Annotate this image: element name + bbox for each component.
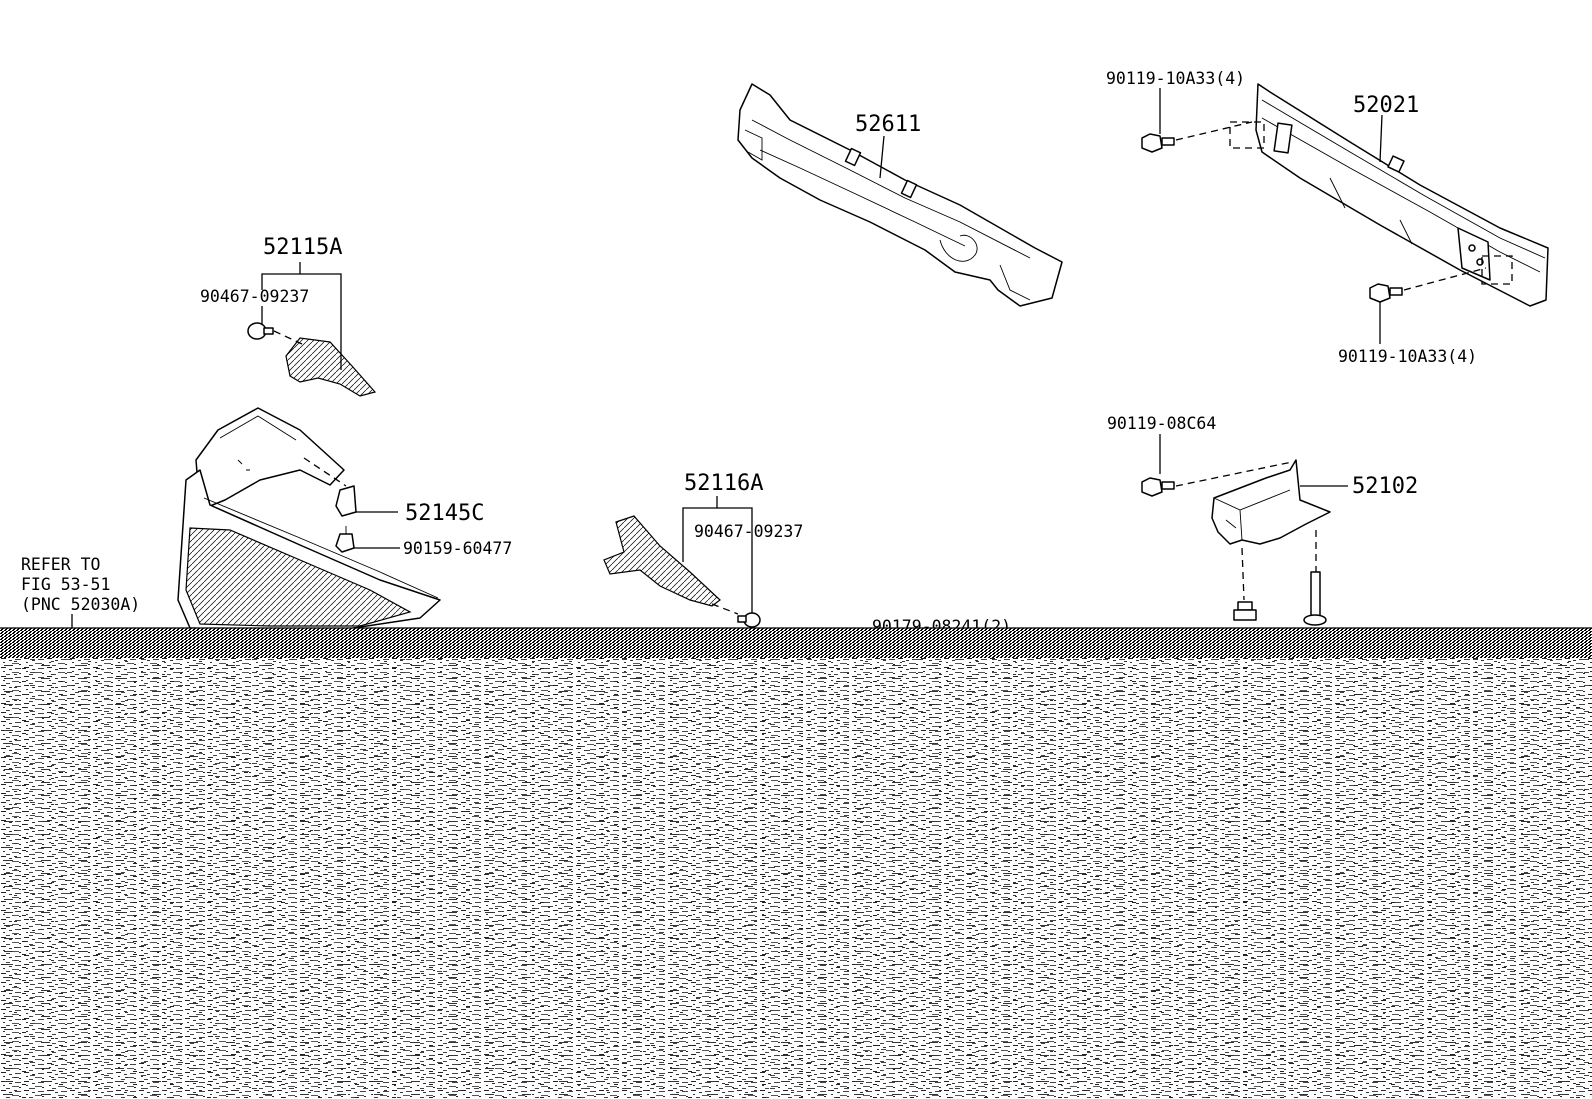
bracket-52102-drawing	[1211, 459, 1331, 545]
noise-band	[0, 628, 1592, 658]
dash-52102-to-nut	[1241, 547, 1245, 601]
label-52611: 52611	[855, 112, 921, 137]
bracket-52116A	[682, 496, 753, 620]
leader-52021	[1379, 114, 1383, 163]
dash-bolt-to-52102	[1175, 461, 1293, 487]
label-52115A: 52115A	[263, 235, 342, 260]
label-90119-10A33-bot: 90119-10A33(4)	[1338, 347, 1477, 366]
label-52102: 52102	[1352, 474, 1418, 499]
label-52116A: 52116A	[684, 471, 763, 496]
label-90119-08C64: 90119-08C64	[1107, 414, 1216, 433]
label-52021: 52021	[1353, 93, 1419, 118]
retainer-52116A-drawing	[603, 515, 721, 607]
dash-bolt-to-52021-bot	[1403, 267, 1487, 291]
screw-icon	[335, 526, 355, 553]
label-90467-09237-mid: 90467-09237	[694, 522, 803, 541]
refer-note-line1: REFER TO	[21, 555, 100, 574]
label-52145C: 52145C	[405, 501, 484, 526]
clip-icon	[737, 612, 761, 628]
bolt-icon	[1141, 477, 1175, 497]
dash-grille-to-52145C	[303, 457, 347, 487]
bolt-icon	[1141, 133, 1175, 153]
dash-bolt-to-52021-top	[1175, 121, 1253, 141]
bracket-52115A	[261, 262, 342, 370]
absorber-52611-drawing	[737, 83, 1063, 307]
label-90119-10A33-top: 90119-10A33(4)	[1106, 69, 1245, 88]
reinforcement-52021-drawing	[1229, 83, 1549, 307]
refer-note-line2: FIG 53-51	[21, 575, 110, 594]
refer-note-line3: (PNC 52030A)	[21, 595, 140, 614]
clip-52145C-drawing	[335, 485, 357, 517]
noise-region-overlay	[0, 658, 1592, 1099]
retainer-52115A-drawing	[285, 337, 377, 397]
bolt-icon	[1369, 283, 1403, 303]
nut-icon	[1233, 601, 1257, 621]
label-90467-09237-left: 90467-09237	[200, 287, 309, 306]
grille-assembly-drawing	[177, 407, 441, 631]
label-90159-60477: 90159-60477	[403, 539, 512, 558]
dash-52116A-to-clip	[711, 603, 739, 615]
leader-52611	[879, 135, 885, 179]
stud-bolt-icon	[1303, 571, 1327, 626]
clip-icon	[247, 322, 274, 340]
